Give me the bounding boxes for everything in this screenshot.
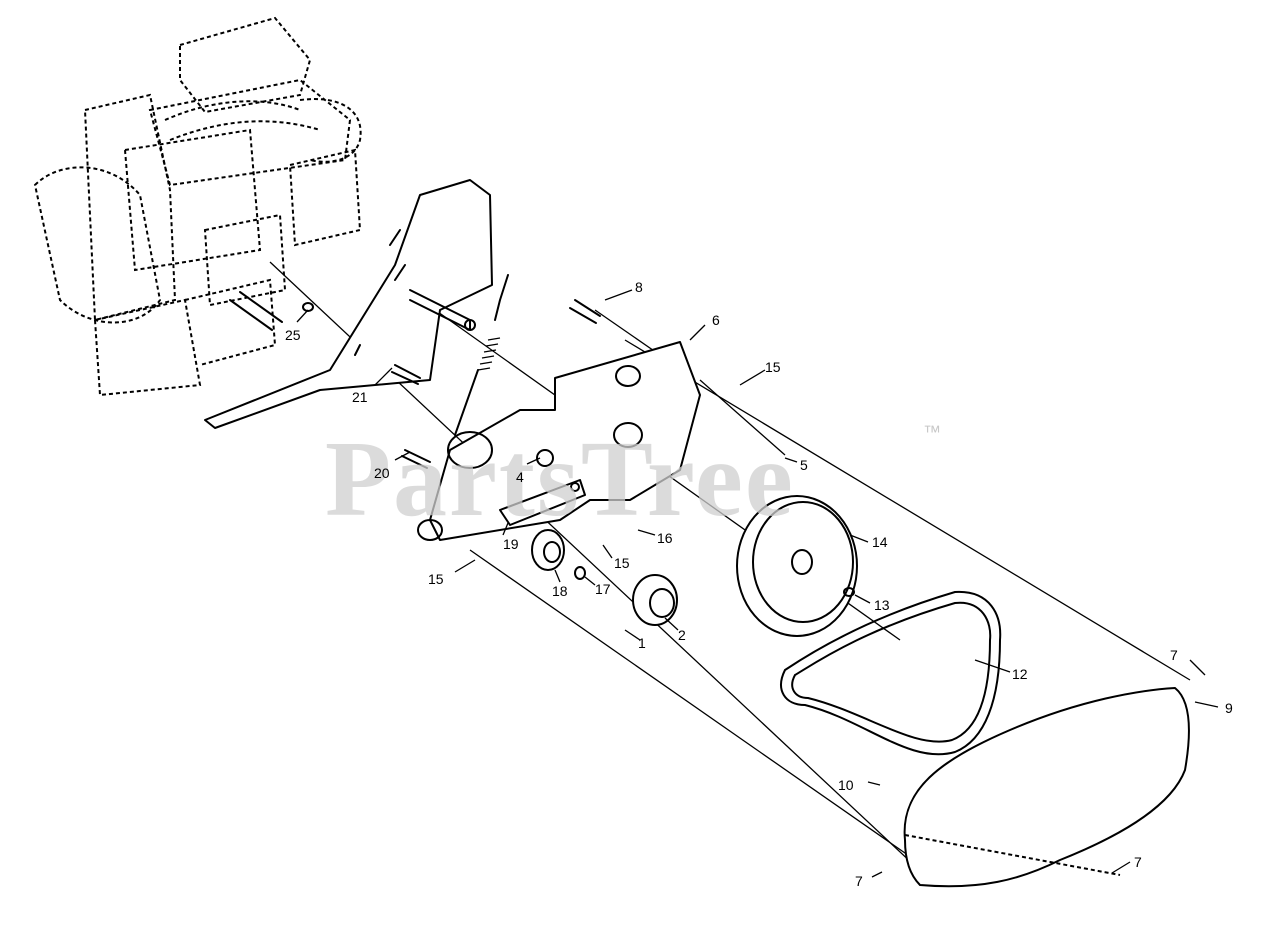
frame-bracket (204, 179, 493, 429)
callout-label: 14 (872, 534, 888, 550)
trademark-symbol: ™ (923, 422, 941, 442)
callout-label: 7 (855, 873, 863, 889)
idler-pulley (531, 529, 586, 580)
large-pulley (736, 495, 858, 637)
callout-label: 18 (552, 583, 568, 599)
callout-label: 2 (678, 627, 686, 643)
callout-label: 1 (638, 635, 646, 651)
callout-label: 15 (614, 555, 630, 571)
callout-label: 13 (874, 597, 890, 613)
callout-label: 12 (1012, 666, 1028, 682)
drive-pulley (632, 574, 678, 626)
engine-outline (33, 16, 362, 397)
pulley-guard-plate (417, 341, 701, 541)
callout-label: 19 (503, 536, 519, 552)
callout-label: 20 (374, 465, 390, 481)
callout-label: 15 (765, 359, 781, 375)
guide-lines (269, 261, 1191, 881)
callout-label: 16 (657, 530, 673, 546)
callout-label: 10 (838, 777, 854, 793)
callout-label: 5 (800, 457, 808, 473)
callout-label: 17 (595, 581, 611, 597)
idler-arm (499, 449, 586, 526)
callout-label: 25 (285, 327, 301, 343)
spring (454, 274, 509, 436)
partstree-watermark: PartsTree (325, 420, 795, 539)
callout-label: 4 (516, 469, 524, 485)
callout-labels: 25 21 20 8 6 15 5 4 16 19 15 18 17 15 1 … (285, 279, 1233, 889)
callout-label: 21 (352, 389, 368, 405)
callout-label: 9 (1225, 700, 1233, 716)
drive-belt (780, 590, 1002, 756)
callout-label: 7 (1134, 854, 1142, 870)
callout-label: 8 (635, 279, 643, 295)
callout-label: 7 (1170, 647, 1178, 663)
callout-leaders (296, 289, 1219, 878)
callout-label: 6 (712, 312, 720, 328)
callout-label: 15 (428, 571, 444, 587)
belt-cover (903, 687, 1190, 888)
